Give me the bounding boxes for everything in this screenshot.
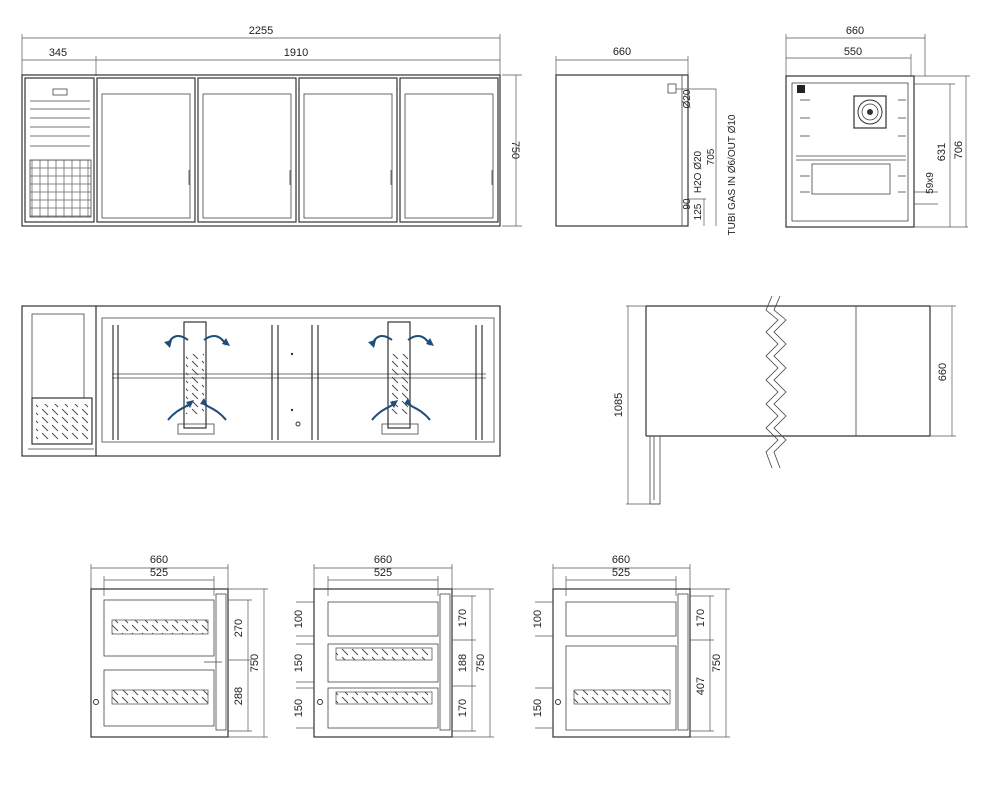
drawer-view-2: 660 525 100 150 150 170 188 170 750 [293,554,494,738]
drawer-upper [103,599,215,657]
drawer-deep [565,645,677,731]
dim-unit-width: 345 [49,47,67,59]
fan-unit [853,95,887,129]
dim-height: 750 [711,654,723,672]
dim-door-width: 1910 [284,47,308,59]
cabinet-body [21,74,501,227]
top-view: 1085 660 [613,295,956,505]
dim-section-h2: 706 [953,141,965,159]
dim-right-1: 170 [457,609,469,627]
dim-section-depth-inner: 550 [844,46,862,58]
dim-left-3: 150 [293,699,305,717]
dim-right-1: 170 [695,609,707,627]
dim-inner: 525 [612,567,630,579]
dim-outer: 660 [374,554,392,566]
gas-pipe-label: TUBI GAS IN Ø6/OUT Ø10 [727,114,738,235]
door-4 [399,77,499,223]
dim-d3: Ø20 [682,89,693,108]
dim-left-1: 100 [532,610,544,628]
dim-total-width: 2255 [249,25,273,37]
drawer-bottom [327,687,439,729]
dim-section-depth-total: 660 [846,25,864,37]
dim-grid: 59x9 [925,172,936,194]
side-panel [555,74,689,227]
interior-view [21,305,501,457]
drawer-middle [327,643,439,683]
dim-section-h1: 631 [936,143,948,161]
drawer-view-1: 660 525 270 288 750 [90,554,268,738]
dim-top-length: 1085 [613,393,625,417]
dim-left-3: 150 [532,699,544,717]
dim-top-depth: 660 [937,363,949,381]
compressor [811,163,891,195]
dim-left-1: 100 [293,610,305,628]
drawer-top [565,601,677,637]
drawer-top [327,601,439,637]
door-2 [197,77,297,223]
dim-height: 750 [249,654,261,672]
dim-outer: 660 [612,554,630,566]
drawer-lower [103,669,215,727]
water-connection-label: H2O Ø20 [693,150,704,193]
dim-outer: 660 [150,554,168,566]
section-view: 660 550 631 706 59x9 [785,25,970,228]
side-view: 660 Ø20 H2O Ø20 705 90 125 TUBI GAS IN Ø… [555,46,738,235]
dim-d1: 125 [693,203,704,220]
dim-d2: 90 [682,198,693,210]
evaporator-right [387,321,411,429]
evaporator-left [183,321,207,429]
door-3 [298,77,398,223]
dim-inner: 525 [374,567,392,579]
cabinet-section [785,75,915,228]
front-view: 2255 345 1910 750 [21,25,522,227]
drawer-view-3: 660 525 100 150 170 407 750 [532,554,730,738]
connection-box [667,83,677,94]
break-line [765,295,779,469]
dim-right-2: 188 [457,654,469,672]
dim-right-1: 270 [233,619,245,637]
dim-height: 750 [509,141,521,159]
dim-right-2: 288 [233,687,245,705]
ventilation-grid [29,159,92,218]
door-1 [96,77,196,223]
dim-right-2: 407 [695,677,707,695]
dim-right-3: 170 [457,699,469,717]
dim-inner: 525 [150,567,168,579]
dim-height: 750 [475,654,487,672]
compressor-unit [31,397,93,445]
control-panel-display [52,88,68,96]
service-panel [31,313,85,399]
machine-compartment [24,77,95,223]
dim-side-height: 705 [706,148,717,165]
dim-side-depth: 660 [613,46,631,58]
dim-left-2: 150 [293,654,305,672]
